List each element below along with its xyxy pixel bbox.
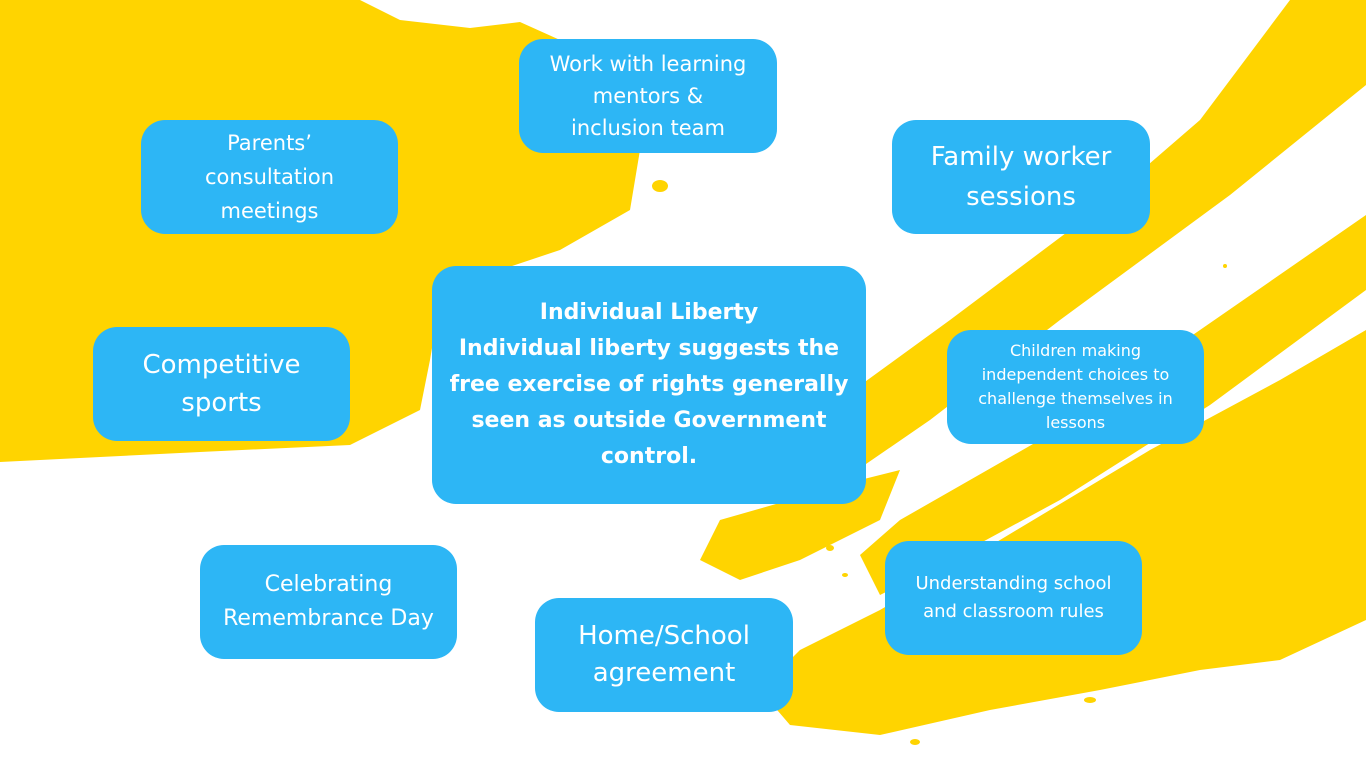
node-remembrance-day-label: Celebrating Remembrance Day (223, 572, 434, 631)
center-title: Individual Liberty (539, 300, 759, 325)
node-competitive-sports-label: Competitive sports (142, 350, 301, 418)
node-independent-choices-label: Children making independent choices to c… (978, 341, 1173, 432)
node-classroom-rules-label: Understanding school and classroom rules (915, 573, 1112, 622)
node-learning-mentors: Work with learning mentors & inclusion t… (519, 39, 777, 153)
node-family-worker: Family worker sessions (892, 120, 1150, 234)
node-home-school-agreement-label: Home/School agreement (578, 621, 750, 688)
node-parents-consultation: Parents’ consultation meetings (141, 120, 398, 234)
node-independent-choices: Children making independent choices to c… (947, 330, 1204, 444)
node-competitive-sports: Competitive sports (93, 327, 350, 441)
node-learning-mentors-label: Work with learning mentors & inclusion t… (549, 52, 747, 140)
node-classroom-rules: Understanding school and classroom rules (885, 541, 1142, 655)
node-remembrance-day: Celebrating Remembrance Day (200, 545, 457, 659)
node-family-worker-label: Family worker sessions (930, 142, 1112, 212)
node-home-school-agreement: Home/School agreement (535, 598, 793, 712)
center-concept-box: Individual Liberty Individual liberty su… (432, 266, 866, 504)
center-description: Individual liberty suggests the free exe… (449, 336, 849, 469)
node-parents-consultation-label: Parents’ consultation meetings (204, 131, 335, 223)
